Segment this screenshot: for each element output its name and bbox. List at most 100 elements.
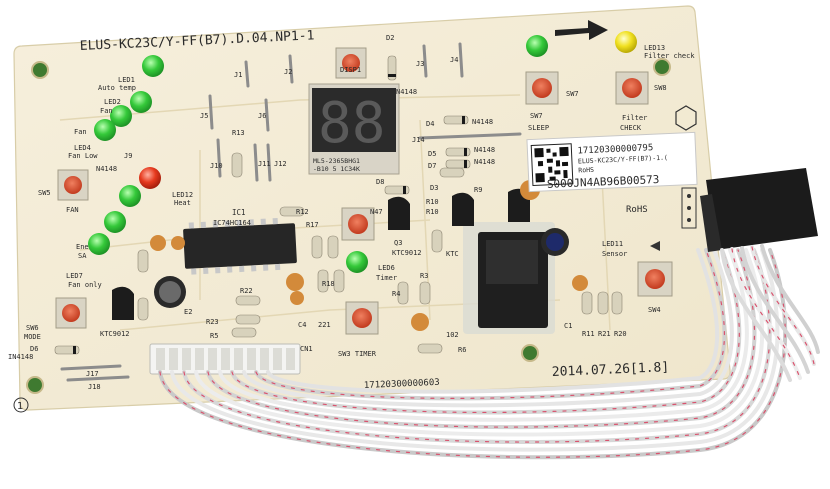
label-energy: Ene bbox=[76, 243, 89, 251]
label-fan-only: Fan only bbox=[68, 281, 102, 289]
label-d4: D4 bbox=[426, 120, 434, 128]
label-d6: D6 bbox=[30, 345, 38, 353]
label-d7: D7 bbox=[428, 162, 436, 170]
label-line-1: 17120300000795 bbox=[577, 143, 653, 156]
switch-disp bbox=[335, 47, 367, 79]
label-sw7-b: SW7 bbox=[566, 90, 579, 98]
label-n4148-b: N4148 bbox=[396, 88, 417, 96]
label-r5: R5 bbox=[210, 332, 218, 340]
capacitors bbox=[154, 228, 569, 308]
label-ktc: KTC bbox=[446, 250, 459, 258]
seven-segment-display: 88 ML5-2365BHG1 -B10 5 1C34K bbox=[308, 83, 400, 175]
led-fan-low bbox=[94, 119, 116, 141]
label-n4148-e: N4148 bbox=[474, 158, 495, 166]
label-sw6: SW6 bbox=[26, 324, 39, 332]
label-led1: LED1 bbox=[118, 76, 135, 84]
label-c221: 221 bbox=[318, 321, 331, 329]
label-in4148: IN4148 bbox=[8, 353, 33, 361]
relay-block bbox=[463, 222, 555, 334]
label-j11: J11 bbox=[258, 160, 271, 168]
label-heat: Heat bbox=[174, 199, 191, 207]
label-led11: LED11 bbox=[602, 240, 623, 248]
label-sw4: SW4 bbox=[648, 306, 661, 314]
label-fan-2: Fan bbox=[74, 128, 87, 136]
switch-sw8 bbox=[615, 71, 649, 105]
label-n4148-d: N4148 bbox=[474, 146, 495, 154]
switch-sw5 bbox=[57, 169, 89, 201]
arrow-right-icon bbox=[555, 20, 608, 40]
label-j14: J14 bbox=[412, 136, 425, 144]
label-mode: MODE bbox=[24, 333, 41, 341]
leds bbox=[88, 31, 637, 273]
label-j18: J18 bbox=[88, 383, 101, 391]
barcode-label: 17120300000795 ELUS-KC23C/Y-FF(B7)-1.( R… bbox=[526, 131, 698, 193]
label-r3: R3 bbox=[420, 272, 428, 280]
mounting-holes bbox=[26, 58, 671, 394]
led-auto-temp bbox=[142, 55, 164, 77]
switch-mid bbox=[341, 207, 375, 241]
switch-sw4 bbox=[637, 261, 673, 297]
chip-label: IC1 bbox=[232, 208, 246, 217]
label-cn1: CN1 bbox=[300, 345, 313, 353]
led-heat bbox=[139, 167, 161, 189]
label-d5: D5 bbox=[428, 150, 436, 158]
board-date: 2014.07.26[1.8] bbox=[552, 360, 670, 380]
switch-sw6 bbox=[55, 297, 87, 329]
led-sleep bbox=[526, 35, 548, 57]
label-r17: R17 bbox=[306, 221, 319, 229]
label-led12: LED12 bbox=[172, 191, 193, 199]
label-j4: J4 bbox=[450, 56, 458, 64]
led-filter-check bbox=[615, 31, 637, 53]
label-r10-b: R10 bbox=[426, 208, 439, 216]
label-ktc9012-b: KTC9012 bbox=[392, 249, 422, 257]
label-filter-check: Filter check bbox=[644, 52, 695, 60]
jumpers bbox=[60, 42, 522, 382]
label-q3: Q3 bbox=[394, 239, 402, 247]
led-fan bbox=[130, 91, 152, 113]
label-fan-switch: FAN bbox=[66, 206, 79, 214]
diodes bbox=[54, 55, 471, 355]
label-led4: LED4 bbox=[74, 144, 91, 152]
label-e2: E2 bbox=[184, 308, 192, 316]
label-serial: S000JN4AB96B00573 bbox=[547, 173, 660, 191]
label-line-3: RoHS bbox=[578, 166, 594, 175]
label-j3: J3 bbox=[416, 60, 424, 68]
corner-number: 1 bbox=[17, 401, 23, 412]
label-sw3-timer: SW3 TIMER bbox=[338, 350, 377, 358]
label-sa: SA bbox=[78, 252, 87, 260]
label-r20: R20 bbox=[614, 330, 627, 338]
resistors bbox=[137, 152, 623, 354]
label-ktc9012-a: KTC9012 bbox=[100, 330, 130, 338]
switch-sw3 bbox=[345, 301, 379, 335]
ic-chip: IC1 IC74HC164 bbox=[183, 208, 297, 275]
label-auto-temp: Auto temp bbox=[98, 84, 136, 92]
led-cool bbox=[119, 185, 141, 207]
board-marks: 1 bbox=[13, 105, 697, 413]
label-filter: Filter bbox=[622, 114, 647, 122]
label-r22: R22 bbox=[240, 287, 253, 295]
label-led2: LED2 bbox=[104, 98, 121, 106]
led-timer bbox=[346, 251, 368, 273]
label-j6: J6 bbox=[258, 112, 266, 120]
label-r10: R10 bbox=[426, 198, 439, 206]
label-c4: C4 bbox=[298, 321, 306, 329]
label-d3: D3 bbox=[430, 184, 438, 192]
label-sleep: SLEEP bbox=[528, 124, 549, 132]
silkscreen-labels: LED1 Auto temp LED2 Fan Fan LED4 Fan Low… bbox=[8, 34, 695, 391]
label-r9: R9 bbox=[474, 186, 482, 194]
display-code-2: -B10 5 1C34K bbox=[313, 165, 360, 173]
label-d2: D2 bbox=[386, 34, 394, 42]
led-fan-only bbox=[88, 233, 110, 255]
ribbon-cable-right bbox=[720, 244, 820, 382]
label-sw7: SW7 bbox=[530, 112, 543, 120]
qr-code-icon bbox=[530, 143, 574, 186]
label-r11: R11 bbox=[582, 330, 595, 338]
label-j9: J9 bbox=[124, 152, 132, 160]
switch-sw7 bbox=[525, 71, 559, 105]
led-fan-high bbox=[110, 105, 132, 127]
label-n4148-a: N4148 bbox=[96, 165, 117, 173]
label-fan-low: Fan Low bbox=[68, 152, 98, 160]
label-r23: R23 bbox=[206, 318, 219, 326]
label-j1: J1 bbox=[234, 71, 242, 79]
